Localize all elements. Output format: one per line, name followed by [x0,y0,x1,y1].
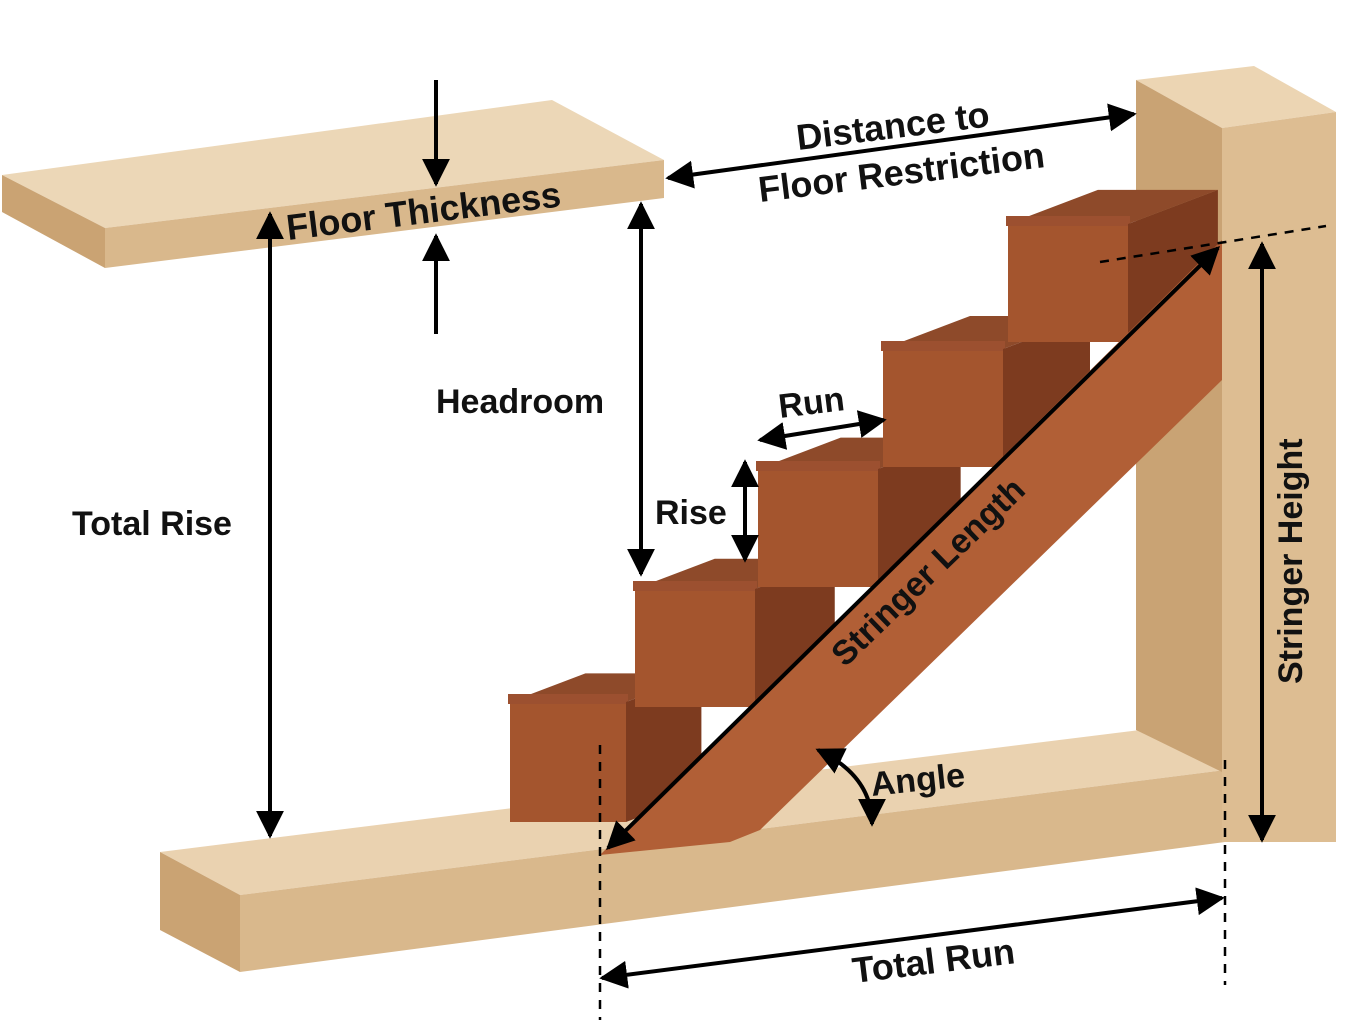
run-label: Run [776,380,846,426]
total-run-label: Total Run [850,930,1017,991]
total-rise-label: Total Rise [72,505,232,543]
stringer-height-label: Stringer Height [1272,438,1310,684]
run-arrow [757,410,887,450]
upper-floor-side [2,175,105,268]
step-5-front [1008,224,1128,342]
step-2-nosing [633,581,757,591]
bottom-floor-side [160,852,240,972]
step-3-nosing [756,461,880,471]
distance-to-floor-restriction-arrow [665,103,1137,189]
step-4-nosing [881,341,1005,351]
post-top [1136,66,1336,128]
step-4-front [883,349,1003,467]
step-5-nosing [1006,216,1130,226]
upper-floor-slab [2,100,664,268]
rise-label: Rise [655,494,727,532]
step-3-front [758,469,878,587]
step-1-nosing [508,694,628,704]
upper-floor-front [105,160,664,268]
step-5-tread [1008,189,1218,224]
dimension-arrows [256,80,1276,989]
stringer-length-arrow [606,246,1220,850]
step-1-front [510,702,626,822]
headroom-label: Headroom [436,383,604,421]
upper-floor-top [2,100,664,228]
angle-arrow [815,748,886,827]
step-2-front [635,589,755,707]
total-run-arrow [599,887,1225,989]
